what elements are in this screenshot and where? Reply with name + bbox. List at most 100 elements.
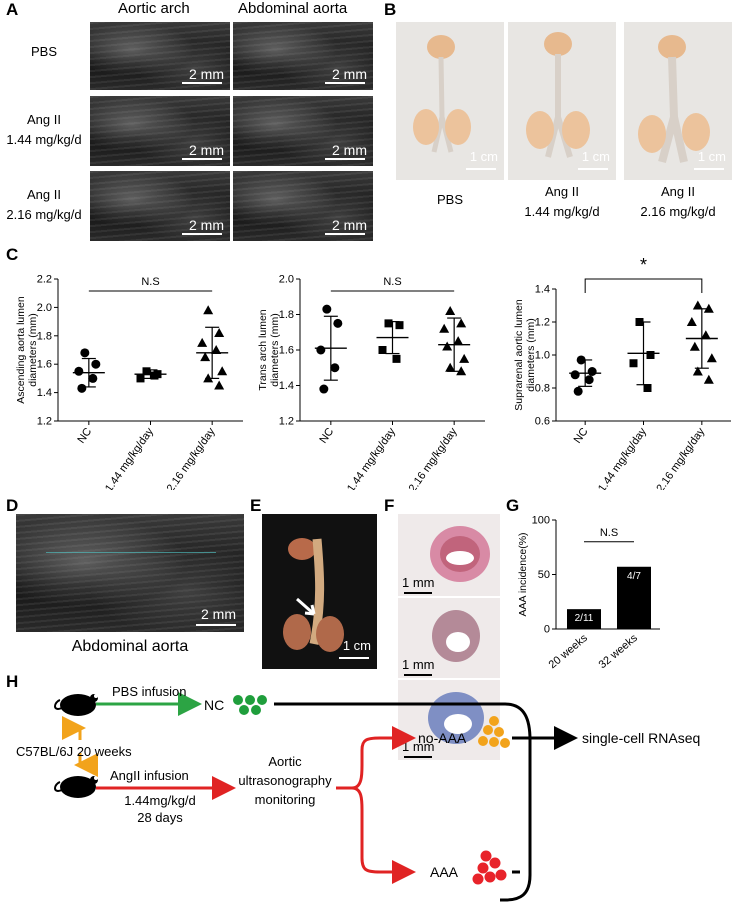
data-point-triangle	[706, 353, 717, 363]
y-axis-label: AAA incidence(%)	[517, 532, 529, 616]
y-tick-label: 50	[538, 569, 550, 581]
data-point-square	[378, 346, 387, 354]
y-tick-label: 100	[532, 515, 550, 527]
data-point-square	[136, 374, 145, 383]
panel-e-letter: E	[250, 496, 262, 515]
y-axis-label: Suprarenal aortic lumendiameters (mm)	[513, 299, 537, 411]
data-point-circle	[319, 384, 329, 394]
x-tick-label: 1.44 mg/kg/day	[596, 425, 649, 490]
nc-cell-cluster	[233, 695, 267, 715]
panel-d-letter: D	[6, 496, 19, 515]
histology-he: 1 mm	[398, 514, 500, 596]
data-point-square	[643, 384, 652, 392]
bar	[567, 609, 601, 629]
y-tick-label: 1.2	[279, 416, 294, 428]
y-tick-label: 0.6	[535, 416, 550, 428]
y-tick-label: 1.6	[279, 345, 294, 357]
data-point-triangle	[703, 374, 714, 384]
ultrasound-abdominal-aorta: 2 mm	[16, 514, 244, 632]
data-point-square	[629, 359, 638, 368]
ultrasound-abdominal-144: 2 mm	[233, 96, 373, 166]
significance-label: N.S	[383, 276, 401, 288]
y-tick-label: 0.8	[535, 383, 550, 395]
panel-a-header-abdominal: Abdominal aorta	[238, 0, 348, 17]
no-aaa-cell-cluster	[478, 716, 510, 748]
data-point-circle	[91, 359, 101, 369]
angii-infusion-label: AngII infusion	[110, 768, 189, 783]
ultrasound-arch-144: 2 mm	[90, 96, 230, 166]
data-point-square	[142, 367, 151, 376]
significance-bracket	[584, 278, 703, 293]
significance-label: *	[640, 255, 647, 275]
panel-a-row3-label: Ang II 2.16 mg/kg/d	[6, 187, 82, 222]
panel-d-caption: Abdominal aorta	[71, 638, 189, 655]
data-point-triangle	[439, 323, 450, 333]
data-point-circle	[330, 363, 340, 373]
x-tick-label: 32 weeks	[597, 632, 641, 670]
x-tick-label: NC	[572, 426, 591, 446]
y-tick-label: 1.8	[37, 330, 52, 342]
y-tick-label: 2.0	[279, 274, 294, 286]
y-tick-label: 2.0	[37, 302, 52, 314]
data-point-circle	[322, 304, 332, 314]
data-point-circle	[316, 345, 326, 355]
data-point-circle	[333, 318, 343, 328]
y-tick-label: 1.0	[535, 350, 550, 362]
data-point-triangle	[445, 362, 456, 372]
line-nc-merge	[274, 702, 532, 902]
data-point-square	[384, 319, 393, 328]
data-point-triangle	[703, 303, 714, 313]
nc-label: NC	[204, 697, 225, 713]
bar-label: 2/11	[575, 613, 594, 624]
panel-a-row1-label: PBS	[30, 44, 57, 59]
aaa-photo: 1 cm	[262, 514, 377, 669]
data-point-circle	[88, 373, 98, 383]
aorta-photo-144: 1 cm	[508, 22, 616, 180]
panel-a-row2-label: Ang II 1.44 mg/kg/d	[6, 112, 82, 147]
panel-b-letter: B	[384, 0, 397, 19]
aaa-cell-cluster	[472, 850, 507, 885]
data-point-triangle	[456, 366, 467, 376]
data-point-circle	[570, 370, 580, 380]
y-tick-label: 1.6	[37, 359, 52, 371]
y-axis-label: Ascending aorta lumendiameters (mm)	[15, 296, 39, 404]
data-point-circle	[584, 375, 594, 385]
data-point-triangle	[197, 337, 208, 347]
y-tick-label: 1.4	[279, 380, 294, 392]
data-point-triangle	[217, 366, 228, 376]
data-point-square	[150, 371, 159, 380]
ultrasound-arch-216: 2 mm	[90, 171, 230, 241]
y-tick-label: 1.4	[535, 284, 550, 296]
bar	[617, 566, 651, 629]
panel-h-flowchart	[54, 692, 578, 902]
data-point-triangle	[442, 341, 453, 351]
x-tick-label: 20 weeks	[547, 632, 591, 670]
data-point-triangle	[689, 341, 700, 351]
panel-f-letter: F	[384, 496, 395, 515]
panel-b-label-216: Ang II 2.16 mg/kg/d	[640, 184, 716, 219]
x-tick-label: 2.16 mg/kg/day	[407, 425, 460, 490]
data-point-circle	[77, 383, 87, 393]
y-axis-label: Trans arch lumendiameters (mm)	[257, 309, 281, 390]
data-point-square	[395, 321, 404, 330]
pbs-infusion-label: PBS infusion	[112, 684, 187, 699]
aorta-photo-216: 1 cm	[624, 22, 732, 180]
y-tick-label: 2.2	[37, 274, 52, 286]
mouse-icon-pbs	[54, 694, 98, 716]
data-point-circle	[74, 366, 84, 376]
strain-label: C57BL/6J 20 weeks	[16, 744, 132, 759]
data-point-triangle	[456, 318, 467, 328]
data-point-triangle	[692, 366, 703, 376]
no-aaa-label: no-AAA	[418, 730, 467, 746]
data-point-triangle	[445, 305, 456, 315]
data-point-triangle	[700, 330, 711, 340]
data-point-square	[635, 318, 644, 326]
panel-a-header-arch: Aortic arch	[118, 0, 190, 17]
panel-b-label-144: Ang II 1.44 mg/kg/d	[524, 184, 600, 219]
data-point-triangle	[692, 300, 703, 310]
data-point-circle	[587, 367, 597, 376]
ultrasound-arch-pbs: 2 mm	[90, 22, 230, 90]
